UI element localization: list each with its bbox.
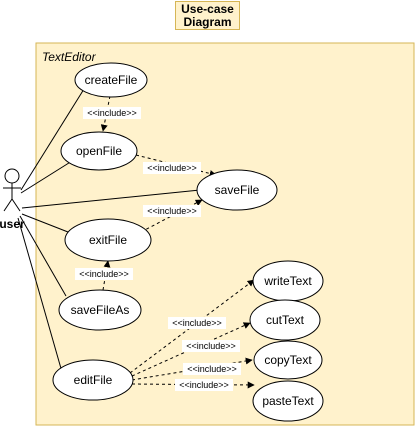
- include-labels: <<include>> <<include>> <<include>> <<in…: [75, 107, 241, 391]
- include-label-create-open: <<include>>: [87, 108, 137, 118]
- use-case-label: pasteText: [262, 394, 314, 408]
- include-edit-write: [129, 279, 255, 374]
- actor-user[interactable]: user: [0, 168, 25, 231]
- assoc-createFile: [20, 88, 85, 191]
- use-case-saveFile[interactable]: saveFile: [196, 169, 278, 211]
- use-case-pasteText[interactable]: pasteText: [252, 380, 324, 422]
- include-label-exit-save: <<include>>: [147, 206, 197, 216]
- use-case-label: exitFile: [89, 233, 127, 247]
- assoc-saveFileAs: [19, 215, 67, 297]
- use-case-writeText[interactable]: writeText: [252, 260, 324, 302]
- use-case-editFile[interactable]: editFile: [52, 359, 134, 401]
- use-case-label: createFile: [85, 73, 138, 87]
- use-case-label: editFile: [74, 373, 113, 387]
- use-case-label: saveFile: [215, 183, 260, 197]
- actor-leg-left: [3, 198, 13, 212]
- use-case-label: openFile: [76, 144, 122, 158]
- assoc-exitFile: [21, 213, 69, 233]
- use-case-label: saveFileAs: [71, 303, 130, 317]
- use-case-saveFileAs[interactable]: saveFileAs: [58, 289, 142, 331]
- use-case-label: copyText: [264, 353, 312, 367]
- assoc-openFile: [20, 160, 73, 194]
- diagram-title: Use-case Diagram: [175, 1, 240, 30]
- diagram-title-line1: Use-case: [181, 2, 234, 16]
- use-case-openFile[interactable]: openFile: [60, 131, 138, 171]
- use-case-exitFile[interactable]: exitFile: [64, 218, 152, 262]
- use-case-createFile[interactable]: createFile: [74, 62, 148, 98]
- use-case-label: writeText: [263, 274, 312, 288]
- include-open-save: [135, 154, 217, 177]
- use-case-copyText[interactable]: copyText: [253, 340, 323, 380]
- use-case-cutText[interactable]: cutText: [249, 299, 321, 341]
- include-label-open-save: <<include>>: [147, 163, 197, 173]
- actor-head: [4, 168, 20, 184]
- assoc-saveFile: [21, 189, 201, 209]
- include-label-edit-cut: <<include>>: [186, 341, 236, 351]
- use-case-label: cutText: [266, 313, 305, 327]
- include-label-edit-write: <<include>>: [172, 318, 222, 328]
- associations: [17, 88, 201, 373]
- include-label-edit-paste: <<include>>: [179, 380, 229, 390]
- assoc-editFile: [17, 217, 63, 373]
- actor-leg-right: [11, 198, 21, 212]
- include-label-saveas-exit: <<include>>: [79, 269, 129, 279]
- system-name-label: TextEditor: [42, 50, 97, 64]
- include-label-edit-copy: <<include>>: [187, 364, 237, 374]
- diagram-title-line2: Diagram: [183, 15, 232, 29]
